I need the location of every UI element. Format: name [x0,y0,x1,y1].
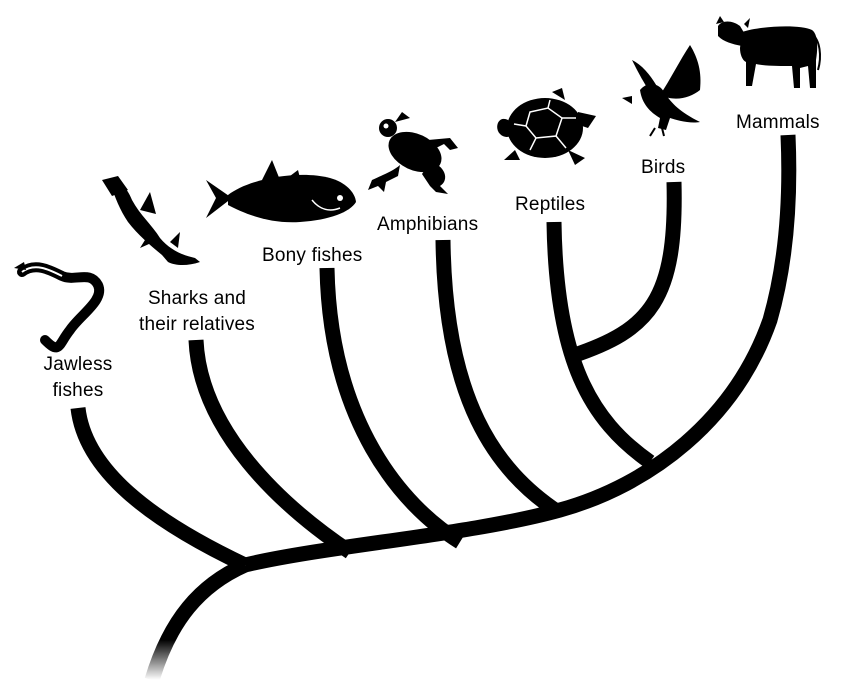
label-reptiles: Reptiles [515,194,586,215]
branch-birds [569,181,682,364]
tree-branches [70,134,797,680]
trunk [243,134,797,573]
shark-icon [102,176,200,265]
branch-amphibians [435,239,563,519]
bird-icon [622,45,701,137]
branch-reptiles [546,221,655,469]
label-birds: Birds [641,157,686,178]
label-amphibians: Amphibians [377,214,479,235]
label-mammals: Mammals [736,112,820,133]
root-branch [144,558,249,680]
branch-jawless [70,406,249,572]
label-jawless-fishes: Jawless fishes [43,354,113,401]
frog-icon [368,112,458,194]
cow-icon [716,16,821,88]
branch-bony [319,267,464,549]
label-bony-fishes: Bony fishes [262,245,363,266]
label-sharks: Sharks and their relatives [139,288,255,335]
branch-sharks [188,339,355,559]
fish-icon [206,160,356,223]
turtle-icon [497,88,596,165]
lamprey-icon [14,262,105,353]
